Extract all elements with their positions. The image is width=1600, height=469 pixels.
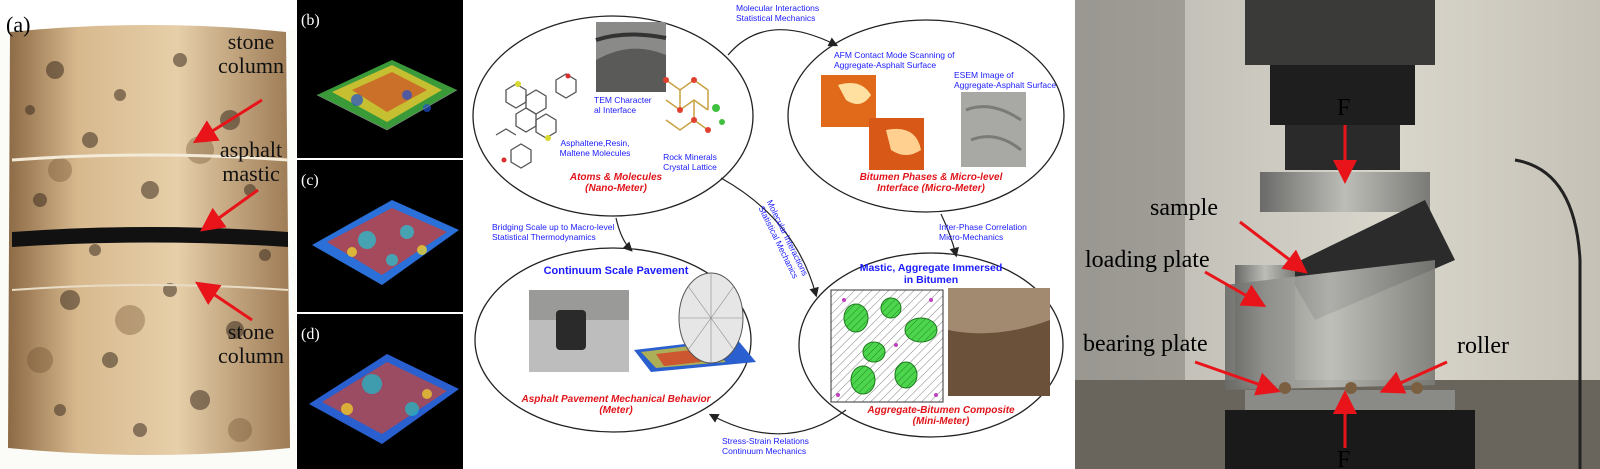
arrow-bottom-stone xyxy=(195,281,253,322)
diagram-graphic xyxy=(472,15,1065,438)
sample-label: sample xyxy=(1150,195,1218,221)
tem-label: TEM Character al Interface xyxy=(594,95,652,115)
minerals-label: Rock Minerals Crystal Lattice xyxy=(663,152,717,172)
arrow-nano-to-mini xyxy=(720,177,819,298)
panel-a-arrows xyxy=(192,98,263,322)
stone-column-top-label: stone column xyxy=(218,29,284,78)
esem-label: ESEM Image of Aggregate-Asphalt Surface xyxy=(954,70,1057,90)
arrow-mini-to-macro xyxy=(708,409,847,435)
panel-c-label: (c) xyxy=(301,172,319,189)
bearing-plate-label: bearing plate xyxy=(1083,331,1208,357)
esem-image xyxy=(961,92,1026,167)
surface-plot-d: (d) xyxy=(297,314,463,469)
sample-arrow xyxy=(1239,220,1308,274)
loading-plate-arrow xyxy=(1204,270,1267,307)
left-arrow-label: Bridging Scale up to Macro-level Statist… xyxy=(492,222,615,242)
surface-plot-c: (c) xyxy=(297,160,463,312)
top-arrow-label: Molecular Interactions Statistical Mecha… xyxy=(736,3,820,23)
force-label-bottom: F xyxy=(1337,447,1351,469)
surface-c-graphic xyxy=(312,200,459,285)
nano-scale-title: Atoms & Molecules (Nano-Meter) xyxy=(569,172,663,194)
asphalt-mastic-label: asphalt mastic xyxy=(219,137,283,186)
stone-column-bottom-label: stone column xyxy=(218,319,284,368)
mini-ellipse xyxy=(798,252,1064,438)
right-arrow-label: Inter-Phase Correlation Micro-Mechanics xyxy=(939,222,1027,242)
bottom-arrow-label: Stress-Strain Relations Continuum Mechan… xyxy=(722,436,809,456)
mini-heading: Mastic, Aggregate Immersed in Bitumen xyxy=(859,262,1003,286)
base-plate xyxy=(1225,410,1475,469)
multiscale-diagram: Molecular Interactions Statistical Mecha… xyxy=(466,0,1070,469)
nano-ellipse xyxy=(472,15,754,217)
molecule-illustration xyxy=(495,73,577,169)
force-label-top: F xyxy=(1337,95,1351,121)
macro-ellipse xyxy=(474,247,752,433)
surface-plot-b: (b) xyxy=(297,0,463,158)
afm-label: AFM Contact Mode Scanning of Aggregate-A… xyxy=(834,50,955,70)
micro-scale-title: Bitumen Phases & Micro-level Interface (… xyxy=(859,172,1003,194)
bearing-plate-arrow xyxy=(1194,360,1281,396)
mini-scale-title: Aggregate-Bitumen Composite (Mini-Meter) xyxy=(867,405,1015,427)
macro-heading: Continuum Scale Pavement xyxy=(543,265,689,277)
arrow-nano-to-micro xyxy=(727,29,839,56)
crystal-lattice-illustration xyxy=(665,79,709,131)
roller-arrow xyxy=(1379,360,1448,394)
panel-a-label: (a) xyxy=(6,12,31,37)
micro-ellipse xyxy=(787,19,1065,213)
molecules-label: Asphaltene,Resin, Maltene Molecules xyxy=(559,138,631,158)
surface-b-graphic xyxy=(316,60,458,131)
loading-plate-label: loading plate xyxy=(1085,247,1210,273)
arrow-micro-to-mini xyxy=(940,213,959,258)
surface-d-graphic xyxy=(309,354,459,444)
arrow-nano-to-macro xyxy=(615,217,633,252)
arrow-mastic xyxy=(200,188,259,232)
bearing-plate-shape xyxy=(1225,260,1435,390)
stone-column-photo-panel: (a) stone column asphalt mastic stone co… xyxy=(0,0,296,469)
panel-b-label: (b) xyxy=(301,12,320,29)
panel-d-label: (d) xyxy=(301,326,320,343)
roller-label: roller xyxy=(1457,333,1509,359)
test-rig-photo-panel: F F sample loading plate bearing plate r… xyxy=(1075,0,1600,469)
arrow-top-stone xyxy=(192,98,263,144)
test-rig-photo xyxy=(1075,0,1600,469)
macro-scale-title: Asphalt Pavement Mechanical Behavior (Me… xyxy=(521,394,711,416)
